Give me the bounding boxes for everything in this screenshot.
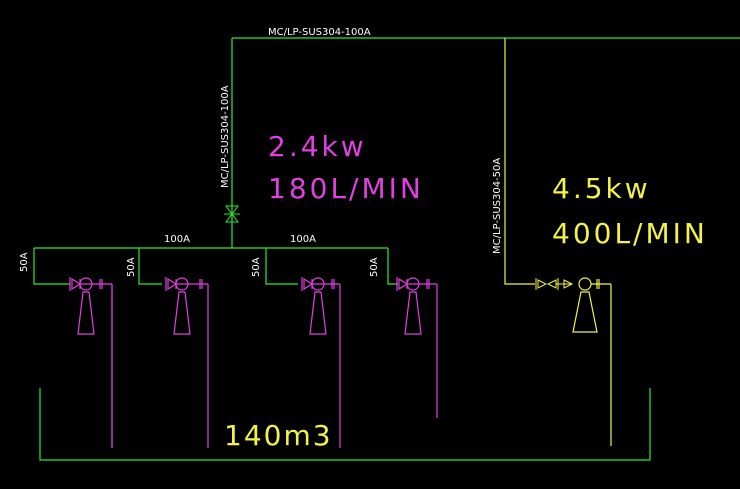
pump-icon [165, 277, 209, 448]
branch-pipe-3 [265, 248, 298, 285]
right-pump-flow: 400L/MIN [552, 217, 708, 250]
branch-label-4: 50A [369, 257, 380, 277]
branch-label-1: 50A [19, 252, 30, 272]
right-riser-label: MC/LP-SUS304-50A [492, 158, 503, 254]
gate-valve-icon [224, 205, 240, 223]
pump-icon [396, 277, 438, 418]
tank-capacity: 140m3 [224, 419, 333, 452]
right-riser [504, 38, 535, 285]
header-pipe-label: MC/LP-SUS304-100A [268, 27, 371, 38]
pump-icon [572, 277, 612, 446]
manifold-label-right: 100A [290, 234, 316, 245]
right-pump-power: 4.5kw [552, 172, 651, 205]
pump-icon [69, 277, 113, 448]
left-pump-power: 2.4kw [268, 130, 367, 163]
branch-label-2: 50A [126, 257, 137, 277]
manifold-label-left: 100A [164, 234, 190, 245]
branch-pipe-4 [387, 248, 398, 285]
tank-outline [39, 388, 651, 461]
left-riser-label: MC/LP-SUS304-100A [220, 85, 231, 188]
branch-label-3: 50A [251, 257, 262, 277]
branch-pipe-1 [33, 248, 70, 285]
pump-icon [301, 277, 341, 448]
check-valve-icon [535, 278, 574, 290]
left-pump-flow: 180L/MIN [268, 172, 424, 205]
branch-pipe-2 [138, 248, 162, 285]
